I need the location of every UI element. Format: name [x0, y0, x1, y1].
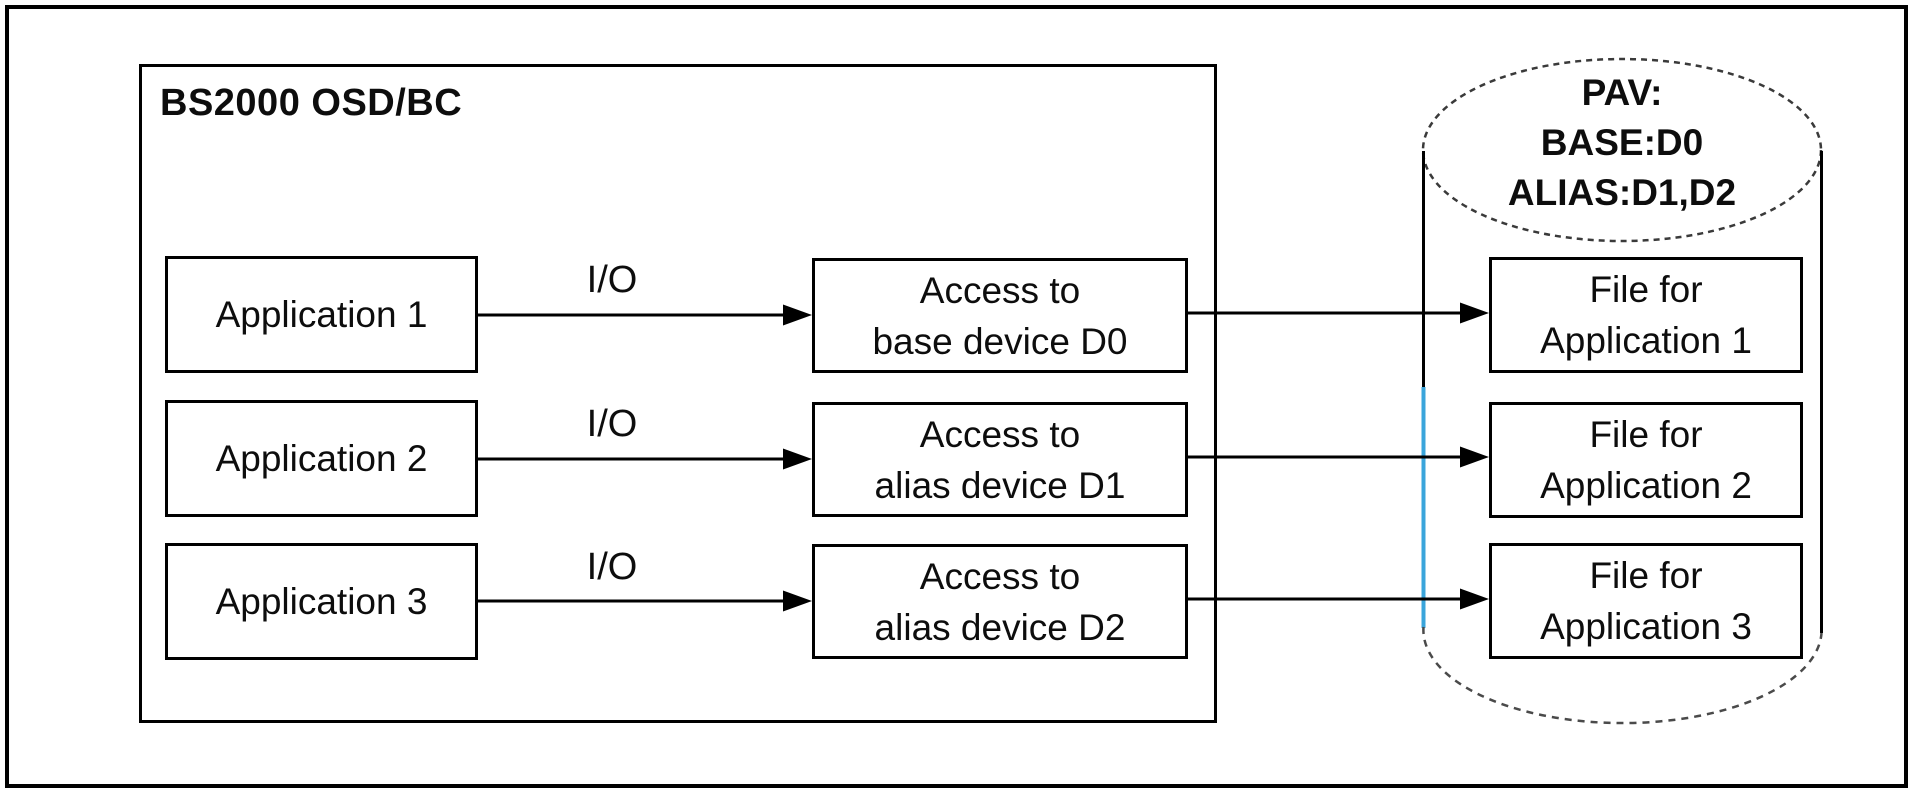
access-box-line1: Access to [919, 413, 1081, 455]
file-box-line2: Application 1 [1540, 320, 1752, 361]
access-base-device-d0-box: Access to base device D0 [812, 258, 1188, 373]
io-arrow-1 [477, 304, 812, 326]
device-to-file-arrow-3 [1188, 588, 1489, 610]
file-for-application-2-box: File for Application 2 [1489, 402, 1803, 518]
cylinder-bottom-arc [1422, 626, 1823, 725]
application-3-box: Application 3 [165, 543, 478, 660]
pav-volume-label: PAV: BASE:D0 ALIAS:D1,D2 [1422, 68, 1822, 218]
device-to-file-arrow-2 [1188, 446, 1489, 468]
application-2-label: Application 2 [215, 438, 428, 479]
file-for-application-3-box: File for Application 3 [1489, 543, 1803, 659]
device-to-file-arrow-1 [1188, 302, 1489, 324]
access-box-line2: alias device D2 [874, 606, 1126, 648]
io-label-2: I/O [586, 403, 638, 445]
file-box-line2: Application 2 [1540, 465, 1752, 506]
access-box-line1: Access to [919, 269, 1081, 311]
application-3-label: Application 3 [215, 581, 428, 622]
pav-cylinder [1421, 57, 1823, 725]
file-box-line1: File for [1589, 555, 1703, 596]
application-1-box: Application 1 [165, 256, 478, 373]
bs2000-system-box [139, 64, 1217, 723]
file-box-line1: File for [1589, 269, 1703, 310]
access-box-line1: Access to [919, 555, 1081, 597]
access-box-line2: base device D0 [872, 320, 1128, 362]
pav-label-line2: BASE:D0 [1540, 122, 1704, 163]
file-box-line2: Application 3 [1540, 606, 1752, 647]
bs2000-system-title: BS2000 OSD/BC [160, 82, 463, 124]
application-2-box: Application 2 [165, 400, 478, 517]
application-1-label: Application 1 [215, 294, 428, 335]
outer-frame [5, 5, 1908, 788]
access-alias-device-d2-box: Access to alias device D2 [812, 544, 1188, 659]
cylinder-top-ellipse [1421, 57, 1823, 243]
io-arrow-2 [477, 448, 812, 470]
access-box-line2: alias device D1 [874, 464, 1126, 506]
pav-label-line3: ALIAS:D1,D2 [1507, 172, 1737, 213]
file-box-line1: File for [1589, 414, 1703, 455]
access-alias-device-d1-box: Access to alias device D1 [812, 402, 1188, 517]
io-label-3: I/O [586, 546, 638, 588]
pav-label-line1: PAV: [1581, 72, 1663, 113]
io-label-1: I/O [586, 259, 638, 301]
io-arrow-3 [477, 590, 812, 612]
file-for-application-1-box: File for Application 1 [1489, 257, 1803, 373]
